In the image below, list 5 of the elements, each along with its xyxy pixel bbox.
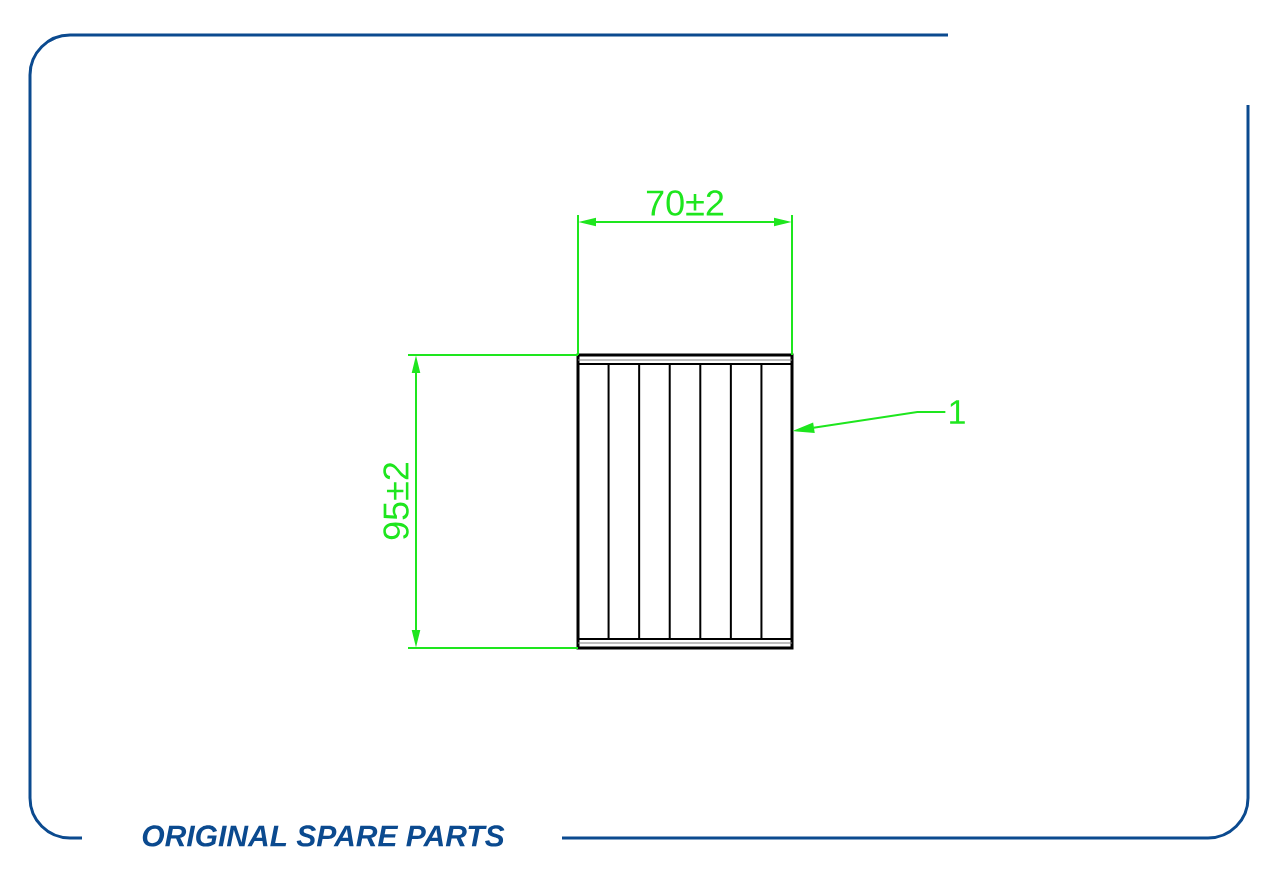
dimension-label: 95±2 — [383, 462, 409, 540]
slogan-text: ORIGINAL SPARE PARTS — [142, 825, 505, 847]
callout-number: 1 — [950, 400, 965, 424]
filter-drawing — [576, 353, 794, 650]
dimension-label: 70±2 — [646, 190, 724, 216]
